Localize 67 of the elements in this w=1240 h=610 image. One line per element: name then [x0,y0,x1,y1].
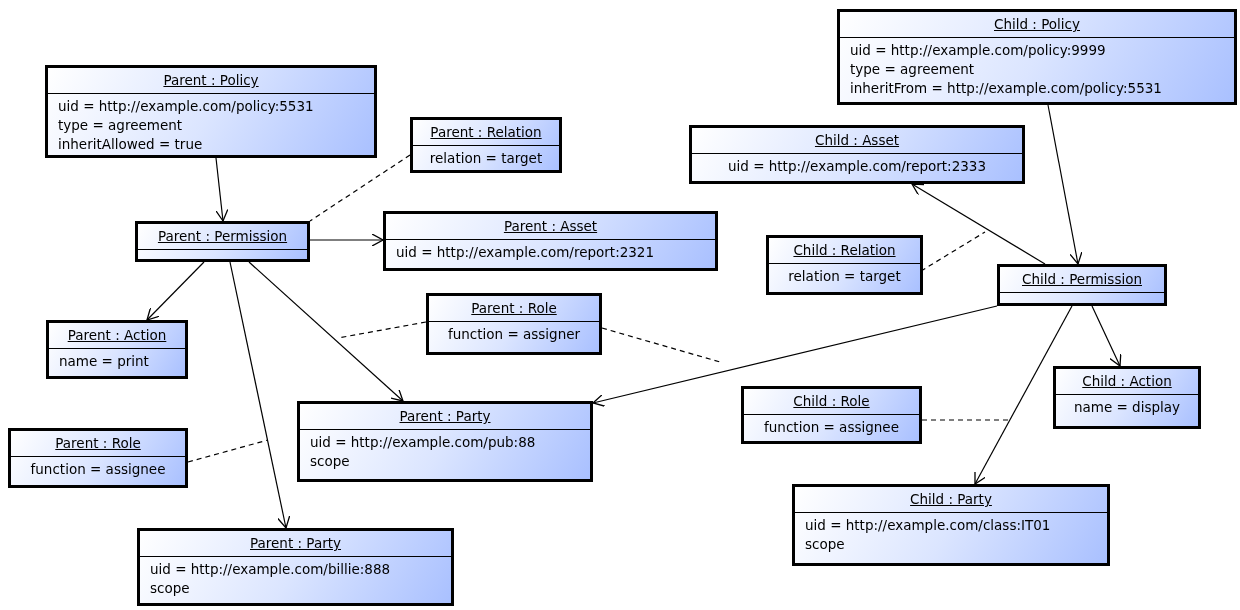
object-name: Child : Action [1056,369,1198,395]
dashed-link [921,419,1009,421]
dashed-link [309,154,411,222]
arrow [146,261,205,321]
object-box [45,65,377,158]
object-name: Child : Party [795,487,1107,513]
attribute-text: name = print [59,352,149,371]
object-box [1053,366,1201,429]
object-name: Parent : Permission [138,224,307,250]
object-name: Parent : Party [300,404,590,430]
arrow [1091,305,1122,367]
object-name: Child : Role [744,389,919,415]
object-box [741,386,922,444]
object-box [837,9,1237,105]
object-name: Parent : Action [49,323,185,349]
attribute-text: inheritFrom = http://example.com/policy:5531 [850,79,1162,98]
attribute-text: scope [310,452,350,471]
arrow [974,305,1073,485]
attribute-text: inheritAllowed = true [58,135,203,154]
object-box [766,235,923,295]
arrow [592,305,998,407]
attribute-text: uid = http://example.com/pub:88 [310,433,536,452]
object-name: Child : Policy [840,12,1234,38]
arrow [1047,104,1083,265]
arrow [229,261,291,529]
object-box [46,320,188,379]
attribute-text: function = assignee [764,418,899,437]
object-name: Parent : Asset [386,214,715,240]
arrow [309,233,384,247]
dashed-link [601,327,721,363]
object-name: Child : Permission [1000,267,1164,293]
attribute-text: uid = http://example.com/report:2333 [727,157,986,176]
object-box [135,221,310,262]
attribute-text: uid = http://example.com/policy:5531 [58,97,314,116]
arrow [911,183,1046,265]
object-name: Parent : Party [140,531,451,557]
object-box [297,401,593,482]
object-box [8,428,188,488]
object-name: Child : Asset [692,128,1022,154]
attribute-text: uid = http://example.com/policy:9999 [850,41,1106,60]
object-box [383,211,718,271]
object-box [997,264,1167,306]
object-name: Parent : Policy [48,68,374,94]
arrow [248,261,404,402]
dashed-link [187,439,269,463]
object-name: Parent : Relation [413,120,559,146]
object-box [426,293,602,355]
object-name: Parent : Role [11,431,185,457]
attribute-text: scope [805,535,845,554]
attribute-text: uid = http://example.com/report:2321 [396,243,655,262]
object-name: Child : Relation [769,238,920,264]
attribute-text: type = agreement [58,116,183,135]
object-box [689,125,1025,184]
object-box [137,528,454,606]
attribute-text: type = agreement [850,60,975,79]
object-box [792,484,1110,566]
attribute-text: name = display [1073,398,1181,417]
arrow [215,157,229,222]
attribute-text: relation = target [429,149,543,168]
object-box [410,117,562,173]
attribute-text: uid = http://example.com/billie:888 [150,560,391,579]
attribute-text: function = assignee [30,460,166,479]
object-name: Parent : Role [429,296,599,322]
attribute-text: relation = target [788,267,901,286]
attribute-text: uid = http://example.com/class:IT01 [805,516,1051,535]
attribute-text: function = assigner [447,325,581,344]
attribute-text: scope [150,579,190,598]
